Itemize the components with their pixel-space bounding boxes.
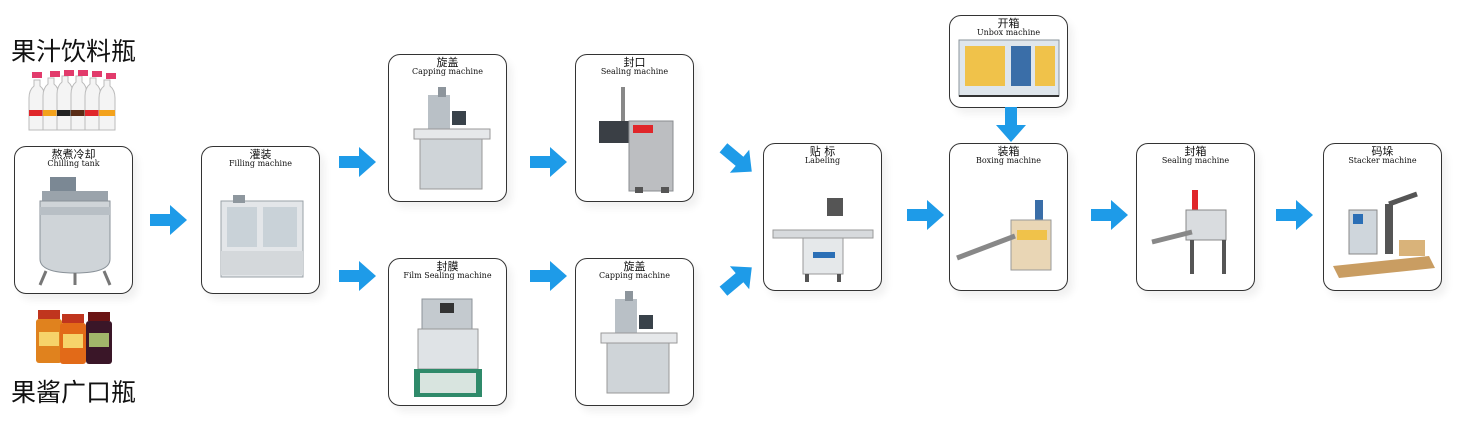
arrow-right-icon (150, 205, 187, 235)
node-title-en: Filling machine (228, 159, 293, 168)
node-title-zh: 灌装 (249, 148, 272, 161)
stacker-machine-image (1333, 191, 1435, 278)
node-title-en: Unbox machine (976, 28, 1041, 37)
arrow-right-icon (1091, 200, 1128, 230)
node-title-zh: 装箱 (997, 145, 1020, 158)
node-title-en: Chilling tank (47, 159, 100, 168)
arrow-right-icon (339, 261, 376, 291)
labeling-machine-image (772, 198, 874, 282)
node-title-en: Stacker machine (1348, 156, 1417, 165)
capping-machine-image (413, 87, 491, 190)
unbox-machine-image (958, 39, 1060, 97)
arrow-down-right-icon (719, 143, 752, 173)
stacker-machine-node: 码垛 Stacker machine (1323, 143, 1442, 291)
node-title-zh: 码垛 (1371, 145, 1394, 158)
chilling-tank-node: 熬煮冷却 Chilling tank (14, 146, 133, 294)
filling-machine-image (220, 195, 304, 278)
node-title-zh: 旋盖 (623, 260, 646, 273)
jam-jars-image (36, 310, 112, 364)
arrow-up-right-icon (719, 266, 752, 296)
case-sealing-machine-node: 封箱 Sealing machine (1136, 143, 1255, 291)
node-title-en: Capping machine (599, 271, 670, 280)
sealing-machine-top-node: 封口 Sealing machine (575, 54, 694, 202)
arrow-down-icon (996, 107, 1026, 142)
arrow-right-icon (907, 200, 944, 230)
jam-jar-label: 果酱广口瓶 (11, 378, 137, 407)
node-title-en: Boxing machine (975, 156, 1041, 165)
node-title-en: Film Sealing machine (403, 271, 492, 280)
node-title-zh: 旋盖 (436, 56, 459, 69)
arrow-right-icon (339, 147, 376, 177)
arrow-right-icon (530, 147, 567, 177)
node-title-zh: 封箱 (1184, 145, 1207, 158)
node-title-zh: 开箱 (997, 17, 1020, 30)
juice-bottle-label: 果汁饮料瓶 (11, 37, 137, 66)
arrow-right-icon (530, 261, 567, 291)
node-title-en: Labeling (804, 156, 841, 165)
capping-machine-top-node: 旋盖 Capping machine (388, 54, 507, 202)
node-title-zh: 封膜 (436, 260, 459, 273)
node-title-zh: 贴 标 (809, 145, 836, 158)
chilling-tank-image (38, 177, 112, 286)
node-title-en: Capping machine (412, 67, 483, 76)
film-sealing-machine-image (414, 298, 482, 397)
node-title-en: Sealing machine (600, 67, 669, 76)
arrow-right-icon (1276, 200, 1313, 230)
node-title-zh: 封口 (623, 56, 646, 69)
capping-machine-image (600, 291, 678, 394)
case-sealing-machine-image (1151, 190, 1227, 274)
filling-machine-node: 灌装 Filling machine (201, 146, 320, 294)
node-title-en: Sealing machine (1161, 156, 1230, 165)
film-sealing-machine-node: 封膜 Film Sealing machine (388, 258, 507, 406)
boxing-machine-node: 装箱 Boxing machine (949, 143, 1068, 291)
juice-bottles-image (28, 70, 116, 131)
sealing-machine-image (599, 87, 674, 193)
unbox-machine-node: 开箱 Unbox machine (949, 15, 1068, 108)
node-title-zh: 熬煮冷却 (51, 148, 96, 161)
capping-machine-bottom-node: 旋盖 Capping machine (575, 258, 694, 406)
boxing-machine-image (956, 200, 1052, 271)
labeling-machine-node: 贴 标 Labeling (763, 143, 882, 291)
